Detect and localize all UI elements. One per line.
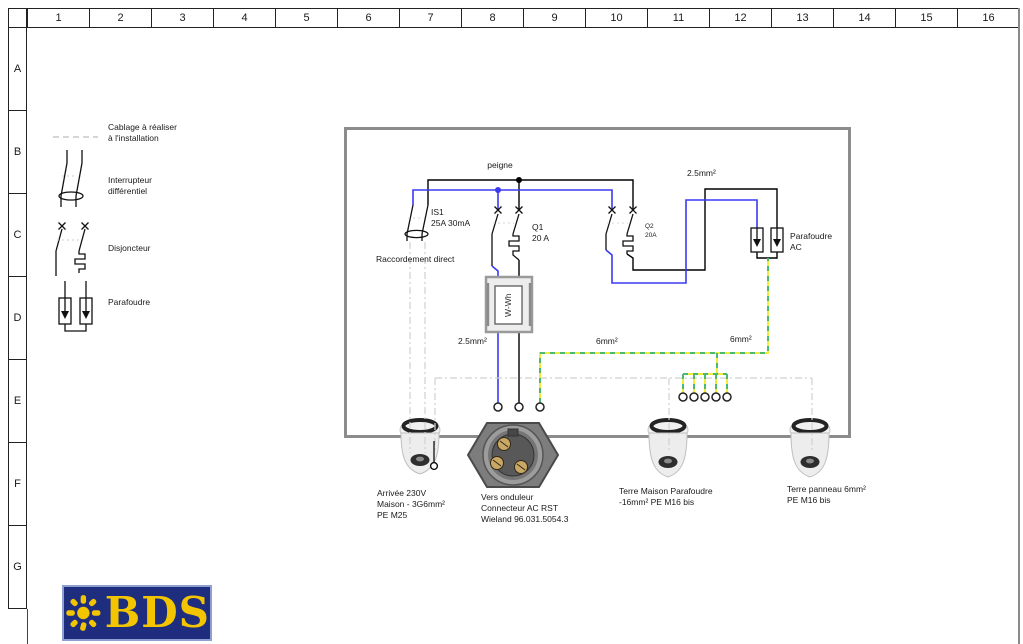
neutral-wires: [412, 189, 758, 403]
gland-terre-maison[interactable]: [647, 418, 689, 478]
earth-wires: [539, 258, 769, 403]
row-header-border-extension: [27, 609, 28, 644]
column-header: 6: [338, 8, 400, 28]
column-header: 3: [152, 8, 214, 28]
row-header: B: [8, 111, 27, 194]
column-header: 11: [648, 8, 710, 28]
row-header: C: [8, 194, 27, 277]
phase-junction-dot: [516, 177, 522, 183]
column-header: 8: [462, 8, 524, 28]
raccordement-label: Raccordement direct: [376, 254, 455, 264]
ac-connector[interactable]: [466, 422, 560, 488]
column-header: 14: [834, 8, 896, 28]
wire-6-left-label: 6mm²: [596, 336, 618, 346]
row-header: G: [8, 526, 27, 609]
column-header: 15: [896, 8, 958, 28]
logo-text: BDS: [104, 588, 210, 637]
row-headers: A B C D E F G: [8, 28, 27, 609]
legend-breaker-label: Disjoncteur: [108, 243, 151, 253]
row-header: A: [8, 28, 27, 111]
is1-rcd-switch[interactable]: [404, 204, 429, 241]
wire-6-right-label: 6mm²: [730, 334, 752, 344]
grid-corner: [8, 8, 27, 28]
row-header: E: [8, 360, 27, 443]
wire-25-meter-label: 2.5mm²: [458, 336, 487, 346]
sun-icon: [66, 595, 101, 631]
peigne-label: peigne: [487, 160, 513, 170]
bds-logo: BDS: [62, 585, 212, 641]
column-header: 5: [276, 8, 338, 28]
row-header: D: [8, 277, 27, 360]
neutral-junction-dot: [495, 187, 501, 193]
column-header: 9: [524, 8, 586, 28]
legend-rcd-symbol[interactable]: [58, 150, 84, 207]
install-dashed-wires: [409, 242, 813, 453]
column-header: 12: [710, 8, 772, 28]
enclosure-box[interactable]: [344, 127, 851, 438]
column-header: 10: [586, 8, 648, 28]
legend-spd-label: Parafoudre: [108, 297, 151, 307]
spd-ac-device[interactable]: [750, 227, 784, 253]
column-header: 2: [90, 8, 152, 28]
sheet-right-border: [1018, 8, 1020, 644]
q2-breaker[interactable]: [605, 206, 637, 255]
energy-meter[interactable]: W-Wh: [484, 275, 534, 334]
arrival-earth-tail: [429, 441, 439, 471]
q1-breaker[interactable]: [491, 206, 523, 267]
column-headers: 1 2 3 4 5 6 7 8 9 10 11 12 13 14 15 16: [27, 8, 1020, 28]
gland-terre-maison-label: Terre Maison Parafoudre-16mm² PE M16 bis: [619, 486, 713, 508]
column-header: 4: [214, 8, 276, 28]
meter-label: W-Wh: [503, 293, 513, 317]
column-header: 7: [400, 8, 462, 28]
gland-terre-panneau[interactable]: [789, 418, 831, 478]
wire-25-top-label: 2.5mm²: [687, 168, 716, 178]
phase-wires: [427, 179, 778, 403]
column-header: 13: [772, 8, 834, 28]
row-header: F: [8, 443, 27, 526]
legend-spd-symbol[interactable]: [58, 281, 93, 332]
earth-terminal-block[interactable]: [678, 392, 732, 402]
meter-output-terminals[interactable]: [493, 402, 545, 412]
column-header: 1: [27, 8, 90, 28]
legend-breaker-symbol[interactable]: [55, 222, 89, 277]
